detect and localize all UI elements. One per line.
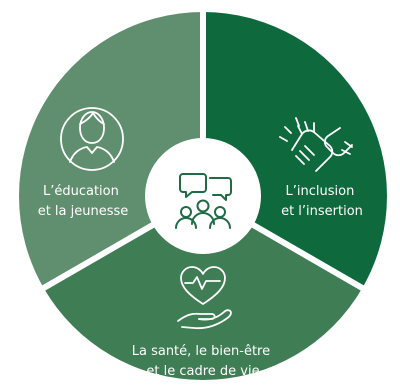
label-line: La santé, le bien-être [132,344,270,359]
person-icon [60,107,124,171]
segment-label-sante: La santé, le bien-être et le cadre de vi… [132,344,275,379]
label-line: et la jeunesse [38,204,129,219]
label-line: et l’insertion [281,204,363,219]
segment-label-education: L’éducation et la jeunesse [38,184,129,219]
label-line: L’éducation [43,184,119,199]
segment-label-inclusion: L’inclusion et l’insertion [281,184,363,219]
joined-hands-icon [279,117,353,172]
label-line: L’inclusion [286,184,355,199]
label-line: et le cadre de vie [146,364,259,379]
center-circle [145,138,261,254]
heart-in-hand-icon [177,266,232,330]
community-dialogue-icon [175,173,232,229]
